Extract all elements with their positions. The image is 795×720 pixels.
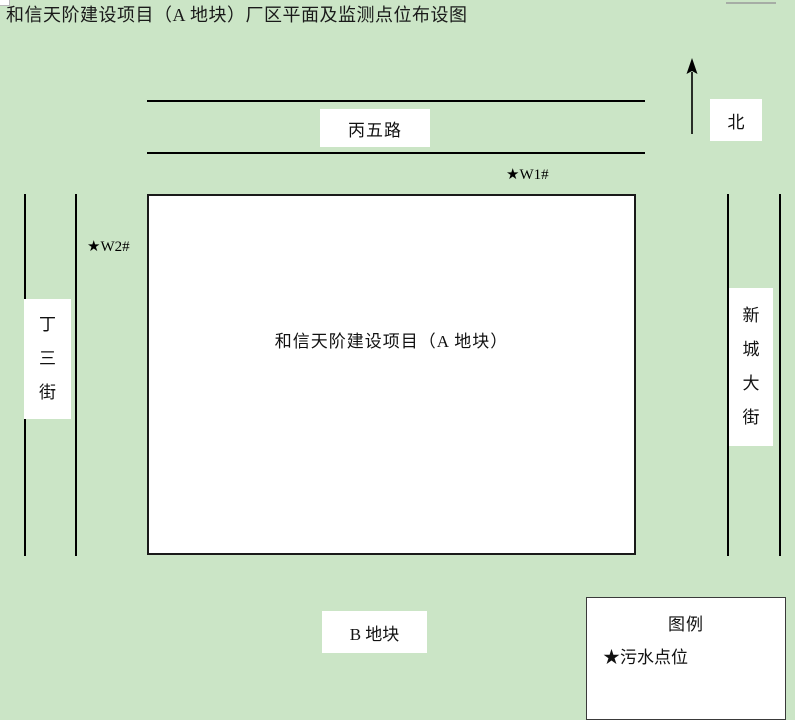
legend-title: 图例	[668, 615, 704, 634]
road-right-edge-west	[727, 194, 729, 556]
page-title: 和信天阶建设项目（A 地块）厂区平面及监测点位布设图	[6, 5, 468, 25]
window-corner-nub	[0, 0, 10, 6]
north-arrow-icon	[684, 58, 700, 134]
legend-box: 图例 ★污水点位	[586, 597, 786, 720]
road-label-dingsan-char-2: 三	[39, 349, 56, 368]
road-top-edge-south	[147, 152, 645, 154]
monitoring-point-w1: ★W1#	[506, 167, 549, 183]
plot-area-b-label: B 地块	[322, 611, 427, 653]
road-right-edge-east	[779, 194, 781, 556]
plot-area-a: 和信天阶建设项目（A 地块）	[147, 194, 636, 555]
road-label-xincheng-char-4: 街	[742, 408, 760, 427]
road-top-edge-north	[147, 100, 645, 102]
road-left-edge-east	[75, 194, 77, 556]
monitoring-point-w2: ★W2#	[87, 239, 130, 255]
road-label-xincheng-char-3: 大	[742, 374, 760, 393]
road-label-dingsan-street: 丁 三 街	[24, 299, 71, 419]
legend-entry-wastewater-point: ★污水点位	[603, 648, 688, 667]
plot-area-a-label: 和信天阶建设项目（A 地块）	[274, 332, 509, 351]
road-label-xincheng-street: 新 城 大 街	[729, 288, 773, 446]
road-label-xincheng-char-2: 城	[742, 340, 760, 359]
road-label-dingsan-char-3: 街	[39, 383, 56, 402]
road-label-dingsan-char-1: 丁	[39, 315, 56, 334]
top-right-rule	[726, 2, 776, 4]
north-label: 北	[710, 99, 762, 141]
road-label-xincheng-char-1: 新	[742, 306, 760, 325]
road-label-bingwu-road: 丙五路	[320, 109, 430, 147]
